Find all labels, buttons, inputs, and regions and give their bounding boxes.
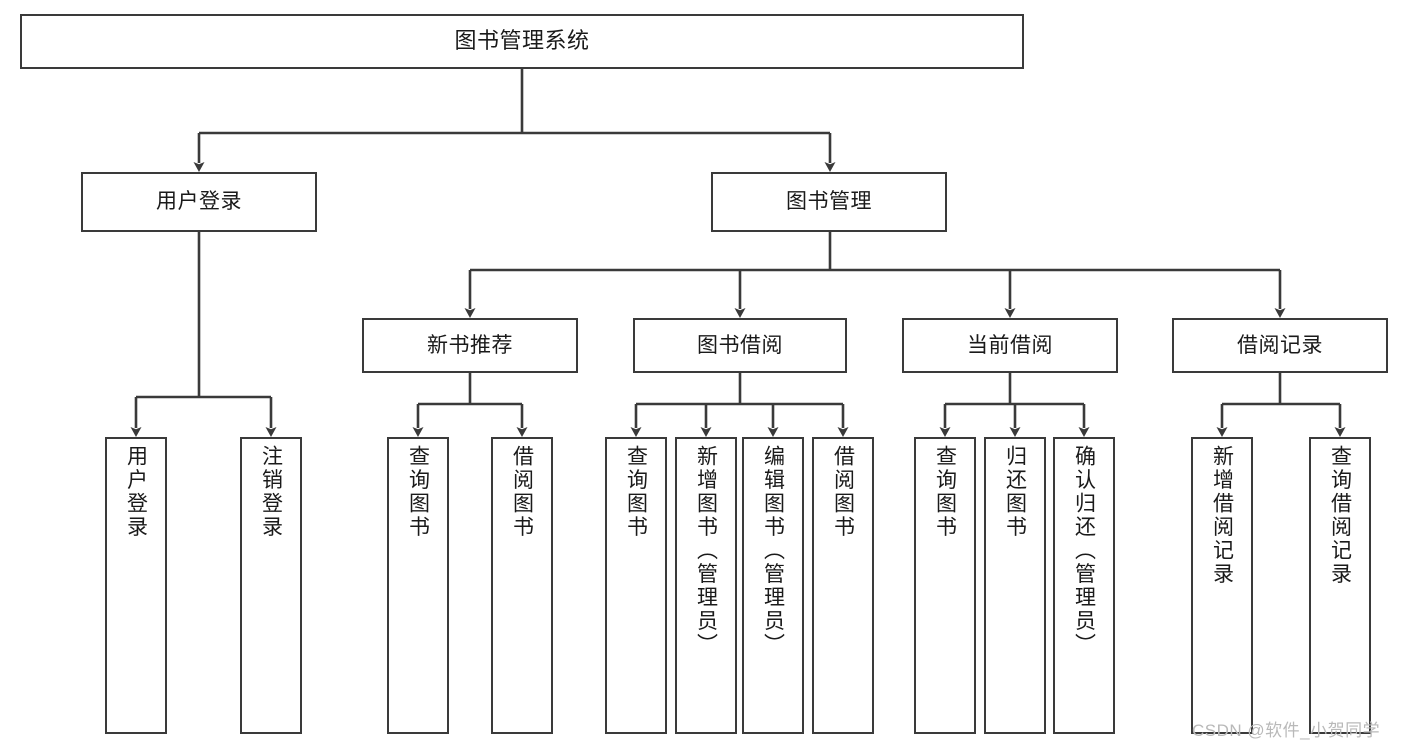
node-label: 新书推荐: [427, 333, 513, 357]
leaf-current-borrow-confirm-return-admin[interactable]: 确认归还（管理员）: [1053, 437, 1115, 734]
node-label: 查询借阅记录: [1328, 445, 1352, 586]
node-label: 新增图书（管理员）: [694, 445, 718, 657]
leaf-book-borrow-add-book-admin[interactable]: 新增图书（管理员）: [675, 437, 737, 734]
node-user-login[interactable]: 用户登录: [81, 172, 317, 232]
leaf-book-borrow-query-book[interactable]: 查询图书: [605, 437, 667, 734]
node-root-book-management-system[interactable]: 图书管理系统: [20, 14, 1024, 69]
node-label: 用户登录: [156, 190, 242, 214]
node-label: 图书管理系统: [454, 28, 590, 54]
node-label: 查询图书: [933, 445, 957, 539]
node-label: 查询图书: [406, 445, 430, 539]
leaf-current-borrow-query-book[interactable]: 查询图书: [914, 437, 976, 734]
node-label: 新增借阅记录: [1210, 445, 1234, 586]
leaf-current-borrow-return-book[interactable]: 归还图书: [984, 437, 1046, 734]
leaf-new-book-borrow-book[interactable]: 借阅图书: [491, 437, 553, 734]
node-label: 用户登录: [124, 445, 148, 539]
node-label: 查询图书: [624, 445, 648, 539]
node-label: 借阅记录: [1237, 333, 1323, 357]
node-book-borrow[interactable]: 图书借阅: [633, 318, 847, 373]
node-new-book-recommend[interactable]: 新书推荐: [362, 318, 578, 373]
leaf-book-borrow-borrow-book[interactable]: 借阅图书: [812, 437, 874, 734]
node-label: 图书借阅: [697, 333, 783, 357]
node-label: 当前借阅: [967, 333, 1053, 357]
leaf-user-login-login[interactable]: 用户登录: [105, 437, 167, 734]
node-label: 编辑图书（管理员）: [761, 445, 785, 657]
leaf-book-borrow-edit-book-admin[interactable]: 编辑图书（管理员）: [742, 437, 804, 734]
node-book-management[interactable]: 图书管理: [711, 172, 947, 232]
node-label: 借阅图书: [510, 445, 534, 539]
node-current-borrow[interactable]: 当前借阅: [902, 318, 1118, 373]
leaf-borrow-record-query-record[interactable]: 查询借阅记录: [1309, 437, 1371, 734]
node-label: 图书管理: [786, 190, 872, 214]
node-borrow-record[interactable]: 借阅记录: [1172, 318, 1388, 373]
leaf-new-book-query-book[interactable]: 查询图书: [387, 437, 449, 734]
node-label: 借阅图书: [831, 445, 855, 539]
node-label: 确认归还（管理员）: [1072, 445, 1096, 657]
node-label: 注销登录: [259, 445, 283, 539]
node-label: 归还图书: [1003, 445, 1027, 539]
leaf-borrow-record-add-record[interactable]: 新增借阅记录: [1191, 437, 1253, 734]
csdn-watermark: CSDN @软件_小贺同学: [1192, 721, 1381, 740]
leaf-user-login-logout[interactable]: 注销登录: [240, 437, 302, 734]
